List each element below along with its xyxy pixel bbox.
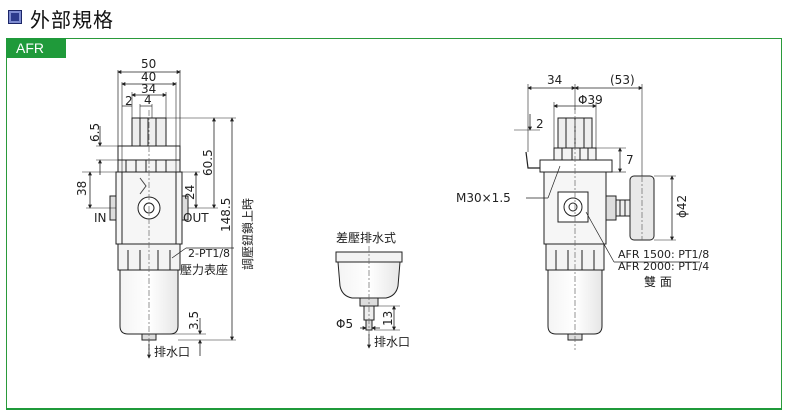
dim-2-right: 2: [536, 117, 544, 131]
dim-148-5: 148.5: [219, 198, 233, 232]
dim-phi39: Φ39: [578, 93, 603, 107]
drain-type-title: 差壓排水式: [336, 231, 396, 245]
bullet-square-icon: [8, 10, 22, 24]
gauge-port-label: 2-PT1/8: [188, 247, 230, 260]
dim-phi5: Φ5: [336, 317, 353, 331]
drain-detail-view: [335, 246, 403, 349]
side-view-labels: 34 (53) Φ39 2 7 M30×1.5 ϕ42 AFR 1500: PT…: [456, 73, 709, 289]
dim-3-5: 3.5: [187, 311, 201, 330]
both-sides-note: 雙 面: [644, 275, 672, 289]
knob-lock-note: 調壓鈕鎖上時: [240, 198, 255, 270]
dim-38: 38: [75, 181, 89, 196]
port-in-label: IN: [94, 211, 107, 225]
port-afr2000: AFR 2000: PT1/4: [618, 260, 709, 273]
dim-phi42: ϕ42: [675, 195, 689, 218]
dim-6-5: 6.5: [88, 123, 102, 142]
dim-34: 34: [141, 82, 156, 96]
front-view: [82, 70, 236, 359]
drain-detail-labels: 差壓排水式 13 Φ5 排水口: [336, 231, 410, 349]
dim-34-right: 34: [547, 73, 562, 87]
dim-24: 24: [183, 185, 197, 200]
dim-2: 2: [125, 94, 133, 108]
dim-7: 7: [626, 153, 634, 167]
front-view-labels: 50 40 34 2 4 6.5 38 60.5 24 148.5 調壓鈕鎖上時…: [75, 57, 255, 359]
port-out-label: OUT: [183, 211, 209, 225]
spec-frame: [6, 38, 782, 410]
dim-53: (53): [610, 73, 635, 87]
dim-50: 50: [141, 57, 156, 71]
drain-label-middle: 排水口: [374, 335, 410, 349]
dim-40: 40: [141, 70, 156, 84]
frame-bottom-rule: [6, 408, 782, 410]
drain-label-left: 排水口: [154, 345, 190, 359]
side-view: [514, 84, 700, 350]
dim-4: 4: [144, 93, 152, 107]
thread-label: M30×1.5: [456, 191, 511, 205]
section-title: 外部規格: [30, 8, 114, 32]
section-header: 外部規格: [0, 0, 790, 36]
dim-60-5: 60.5: [201, 149, 215, 176]
model-tag: AFR: [6, 38, 66, 58]
gauge-port-note: 壓力表座: [180, 262, 228, 277]
dim-13: 13: [381, 311, 395, 326]
port-afr1500: AFR 1500: PT1/8: [618, 248, 709, 261]
